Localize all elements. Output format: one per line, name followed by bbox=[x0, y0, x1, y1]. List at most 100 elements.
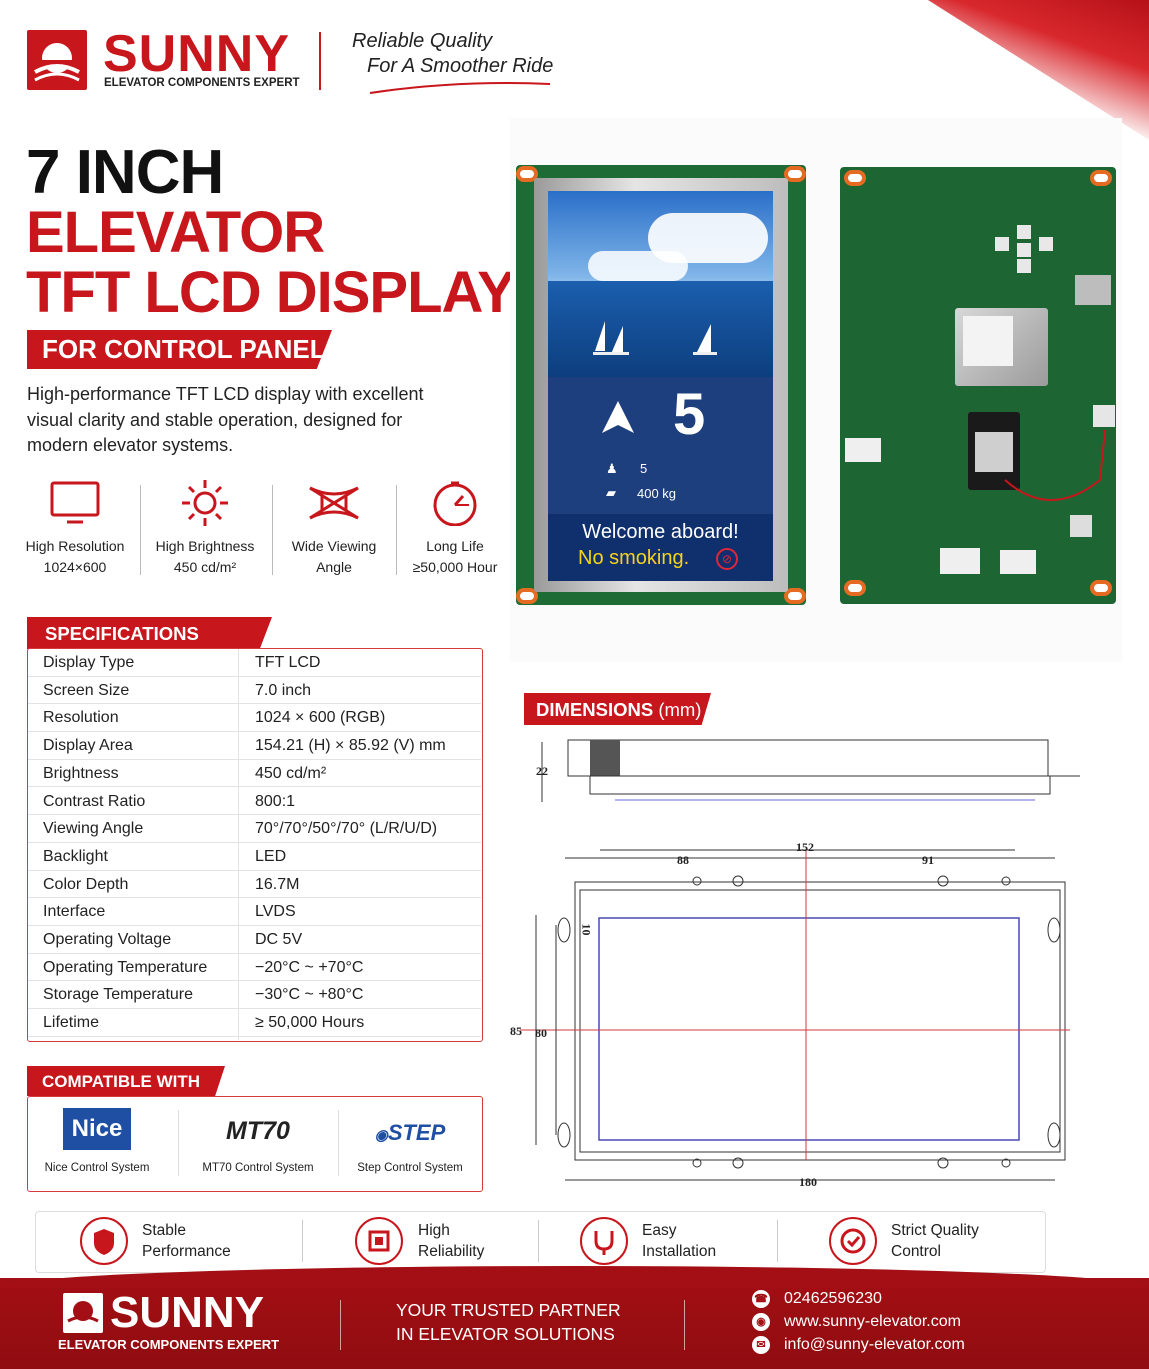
footer-email[interactable]: info@sunny-elevator.com bbox=[784, 1336, 965, 1353]
footer-website[interactable]: www.sunny-elevator.com bbox=[784, 1313, 961, 1330]
dim-side: 22 bbox=[536, 764, 548, 778]
sunny-logo-icon bbox=[27, 30, 87, 90]
bottom-feature-divider bbox=[777, 1220, 778, 1262]
feature-viewing-angle: Wide Viewing Angle bbox=[274, 480, 394, 578]
spec-label: Storage Temperature bbox=[43, 986, 194, 1004]
spec-value: 1024 × 600 (RGB) bbox=[255, 709, 386, 727]
spec-label: Brightness bbox=[43, 764, 119, 782]
spec-label: Display Type bbox=[43, 654, 135, 671]
dim-inner-h: 80 bbox=[535, 1026, 547, 1040]
title-banner: FOR CONTROL PANEL bbox=[27, 330, 332, 369]
feature-divider bbox=[396, 485, 397, 575]
phone-icon: ☎ bbox=[752, 1290, 770, 1308]
spec-row: Brightness 450 cd/m² bbox=[28, 760, 481, 788]
spec-row: Operating Temperature−20°C ~ +70°C bbox=[28, 954, 481, 982]
dimension-drawing bbox=[520, 739, 1080, 1181]
spec-label: Contrast Ratio bbox=[43, 792, 146, 810]
sailboats-image bbox=[593, 321, 717, 355]
spec-value: 800:1 bbox=[255, 792, 296, 810]
spec-row: Contrast Ratio 800:1 bbox=[28, 788, 481, 816]
mail-icon: ✉ bbox=[752, 1336, 770, 1354]
spec-label: Resolution bbox=[43, 709, 119, 727]
feature-label: Wide Viewing bbox=[291, 538, 377, 554]
footer-brand: SUNNY bbox=[110, 1288, 265, 1337]
globe-icon: ◉ bbox=[752, 1313, 770, 1331]
monitor-icon bbox=[50, 481, 100, 524]
spec-value: 450 cd/m² bbox=[255, 764, 327, 782]
spec-value: ≥ 50,000 Hours bbox=[255, 1014, 365, 1032]
footer: SUNNY ELEVATOR COMPONENTS EXPERT YOUR TR… bbox=[0, 1266, 1149, 1369]
footer-divider bbox=[684, 1300, 685, 1350]
spec-value: LVDS bbox=[255, 903, 296, 921]
weight-icon: ▰ bbox=[606, 485, 616, 500]
mount-hole bbox=[516, 166, 538, 182]
footer-brand-subtitle: ELEVATOR COMPONENTS EXPERT bbox=[58, 1337, 280, 1352]
shield-can bbox=[955, 308, 1048, 386]
compat-step: ◉STEP Step Control System bbox=[335, 1108, 485, 1174]
bottom-feature-line1: Easy bbox=[642, 1222, 677, 1239]
feature-value: ≥50,000 Hour bbox=[412, 559, 498, 575]
sea-image bbox=[548, 281, 773, 377]
mount-hole bbox=[1090, 580, 1112, 596]
mount-hole bbox=[844, 170, 866, 186]
card-slot bbox=[1075, 275, 1111, 305]
spec-value: DC 5V bbox=[255, 931, 303, 948]
plug-icon bbox=[580, 1217, 628, 1265]
title-size: 7 INCH bbox=[26, 138, 224, 207]
dimensions-title: DIMENSIONS bbox=[536, 699, 654, 720]
bottom-feature-line2: Reliability bbox=[418, 1243, 485, 1260]
spec-value: −20°C ~ +70°C bbox=[255, 958, 364, 976]
bottom-feature-line2: Control bbox=[891, 1243, 941, 1260]
footer-logo-icon bbox=[63, 1293, 103, 1333]
bottom-feature-divider bbox=[538, 1220, 539, 1262]
compatible-heading: COMPATIBLE WITH bbox=[27, 1066, 225, 1096]
dim-bottom: 180 bbox=[799, 1175, 817, 1189]
connector-left bbox=[845, 438, 881, 462]
footer-divider bbox=[340, 1300, 341, 1350]
spec-value: TFT LCD bbox=[255, 654, 321, 671]
cloud-image bbox=[588, 251, 688, 281]
spec-value: 7.0 inch bbox=[255, 681, 312, 699]
feature-label: High Resolution bbox=[25, 538, 125, 554]
mount-hole bbox=[784, 588, 806, 604]
spec-label: Backlight bbox=[43, 847, 108, 865]
spec-row: Storage Temperature−30°C ~ +80°C bbox=[28, 981, 481, 1010]
mount-hole bbox=[1090, 170, 1112, 186]
bottom-feature-line2: Performance bbox=[142, 1243, 231, 1260]
brand-subtitle: ELEVATOR COMPONENTS EXPERT bbox=[104, 77, 300, 89]
feature-value: Angle bbox=[316, 559, 352, 575]
footer-phone[interactable]: 02462596230 bbox=[784, 1290, 882, 1307]
check-badge-icon bbox=[829, 1217, 877, 1265]
person-icon: ♟ bbox=[606, 461, 618, 476]
processor-chip bbox=[968, 412, 1020, 490]
antenna-cable bbox=[1004, 429, 1106, 501]
dimensions-unit: (mm) bbox=[658, 699, 702, 720]
footer-wave bbox=[0, 1266, 1149, 1288]
tagline-line1: Reliable Quality bbox=[352, 30, 493, 52]
tagline-line2: For A Smoother Ride bbox=[367, 55, 554, 77]
compatible-box bbox=[27, 1096, 483, 1192]
compat-caption: Nice Control System bbox=[44, 1162, 150, 1174]
floor-number: 5 bbox=[673, 382, 706, 447]
lcd-screen: 5 ♟ 5 ▰ 400 kg Welcome aboard! No smokin… bbox=[548, 191, 773, 581]
feature-value: 1024×600 bbox=[43, 559, 107, 575]
step-logo-icon: ◉ bbox=[374, 1127, 388, 1144]
spec-value: 16.7M bbox=[255, 875, 300, 893]
spec-row: Display Type TFT LCD bbox=[28, 649, 481, 677]
dim-outer-h: 85 bbox=[510, 1024, 522, 1038]
bottom-feature-line2: Installation bbox=[642, 1243, 717, 1260]
compat-divider bbox=[338, 1110, 339, 1176]
tagline-swoosh bbox=[369, 82, 551, 94]
load-value: 400 kg bbox=[637, 486, 677, 501]
title-product: TFT LCD DISPLAY bbox=[26, 260, 516, 325]
dim-left: 88 bbox=[677, 853, 689, 867]
